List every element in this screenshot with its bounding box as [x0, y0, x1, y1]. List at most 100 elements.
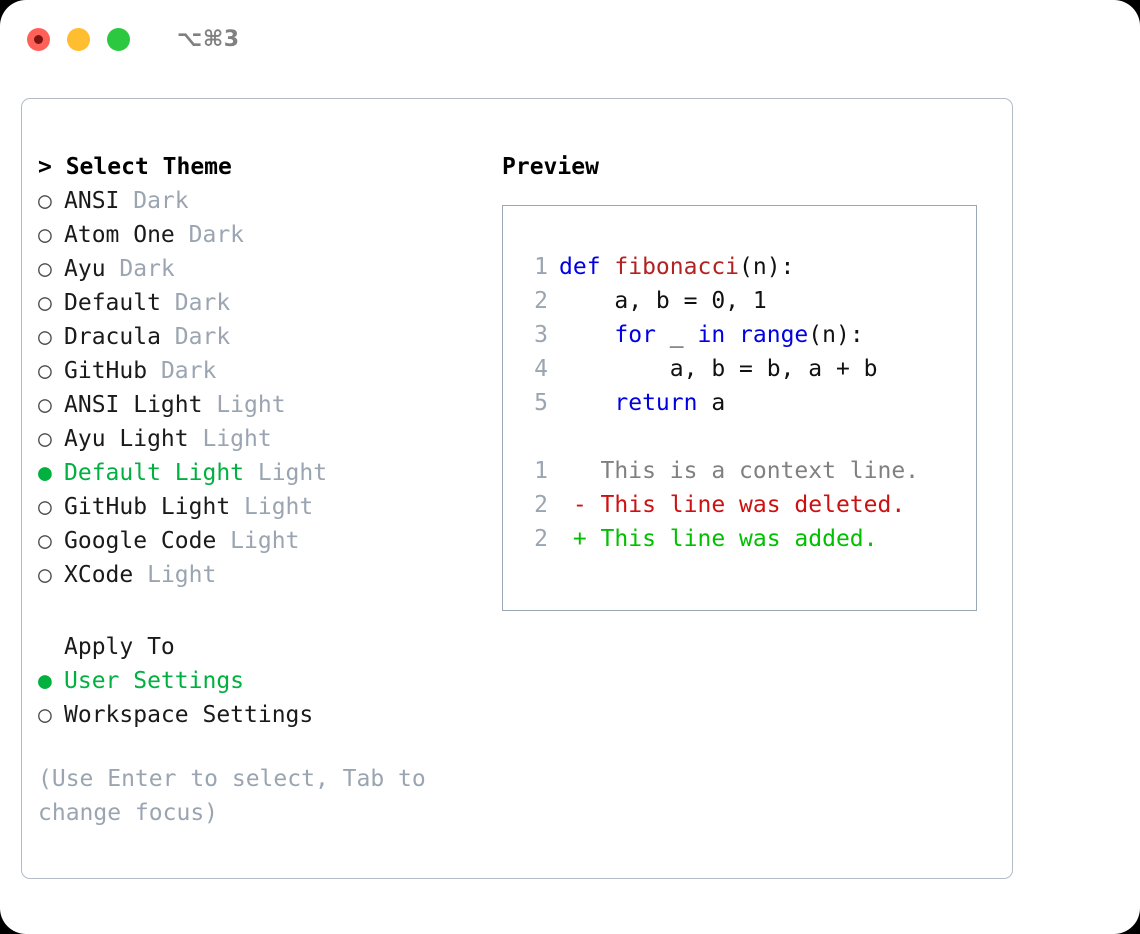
close-window-button[interactable] — [27, 27, 50, 51]
theme-list-item[interactable]: ○ ANSI Dark — [38, 184, 478, 218]
theme-mode-label: Dark — [119, 188, 189, 214]
theme-list-item[interactable]: ○ ANSI Light Light — [38, 388, 478, 422]
radio-unselected-icon[interactable]: ○ — [38, 392, 52, 418]
line-number: 1 — [534, 458, 548, 484]
theme-mode-label: Light — [133, 562, 217, 588]
code-token: _ — [655, 322, 698, 348]
line-number: 2 — [534, 492, 548, 518]
code-token — [725, 322, 739, 348]
main-panel: > Select Theme ○ANSI Dark○Atom One Dark○… — [21, 98, 1013, 879]
code-line: 3 for _ in range(n): — [503, 318, 976, 352]
theme-mode-label: Dark — [147, 358, 217, 384]
code-token: + This line was added. — [559, 526, 878, 552]
theme-mode-label: Dark — [160, 290, 231, 316]
theme-list-item[interactable]: ○ GitHub Dark — [38, 354, 478, 388]
radio-selected-icon[interactable]: ● — [38, 460, 52, 486]
select-theme-header: > Select Theme — [38, 150, 478, 184]
code-token: range — [739, 322, 809, 348]
line-content: return a — [548, 386, 725, 420]
theme-name-label: Dracula — [64, 324, 161, 350]
code-token: for — [614, 322, 656, 348]
radio-unselected-icon[interactable]: ○ — [38, 702, 52, 728]
theme-list-item[interactable]: ○Ayu Light Light — [38, 422, 478, 456]
diff-line: 2 - This line was deleted. — [503, 488, 976, 522]
theme-list-item[interactable]: ● Default Light Light — [38, 456, 478, 490]
apply-to-list: ●User Settings○Workspace Settings — [38, 664, 478, 732]
radio-unselected-icon[interactable]: ○ — [38, 188, 52, 214]
header-prefix: > — [38, 154, 66, 180]
apply-to-header-label: Apply To — [64, 634, 175, 660]
code-token — [559, 390, 614, 416]
radio-unselected-icon[interactable]: ○ — [38, 222, 52, 248]
theme-name-label: Default Light — [64, 460, 245, 486]
code-token: This is a context line. — [559, 458, 920, 484]
theme-list-item[interactable]: ○GitHub Light Light — [38, 490, 478, 524]
line-number: 4 — [534, 356, 548, 382]
code-token: (n): — [808, 322, 864, 348]
theme-name-label: Google Code — [64, 528, 217, 554]
theme-list-item[interactable]: ○Atom One Dark — [38, 218, 478, 252]
line-number: 2 — [534, 288, 548, 314]
line-content: + This line was added. — [548, 522, 878, 556]
keyboard-shortcut-label: ⌥⌘3 — [177, 26, 240, 52]
theme-list-item[interactable]: ○ XCode Light — [38, 558, 478, 592]
theme-list-item[interactable]: ○Google Code Light — [38, 524, 478, 558]
line-content: def fibonacci(n): — [548, 250, 794, 284]
radio-unselected-icon[interactable]: ○ — [38, 528, 52, 554]
maximize-window-button[interactable] — [107, 27, 130, 51]
theme-list-item[interactable]: ○ Ayu Dark — [38, 252, 478, 286]
theme-list-item[interactable]: ○Dracula Dark — [38, 320, 478, 354]
preview-title: Preview — [502, 154, 599, 180]
theme-name-label: ANSI — [64, 188, 120, 214]
section-spacer — [38, 592, 478, 630]
code-line: 4 a, b = b, a + b — [503, 352, 976, 386]
theme-name-label: XCode — [64, 562, 134, 588]
radio-unselected-icon[interactable]: ○ — [38, 290, 52, 316]
code-line: 2 a, b = 0, 1 — [503, 284, 976, 318]
radio-unselected-icon[interactable]: ○ — [38, 426, 52, 452]
line-content: a, b = b, a + b — [548, 352, 878, 386]
line-content: for _ in range(n): — [548, 318, 864, 352]
code-token: in — [697, 322, 726, 348]
radio-unselected-icon[interactable]: ○ — [38, 494, 52, 520]
apply-to-item[interactable]: ○Workspace Settings — [38, 698, 478, 732]
radio-unselected-icon[interactable]: ○ — [38, 324, 52, 350]
keyboard-hint-text: (Use Enter to select, Tab to change focu… — [38, 766, 440, 826]
radio-selected-icon[interactable]: ● — [38, 668, 52, 694]
radio-unselected-icon[interactable]: ○ — [38, 256, 52, 282]
theme-mode-label: Dark — [105, 256, 175, 282]
minimize-window-button[interactable] — [67, 27, 90, 51]
code-token: a — [697, 390, 726, 416]
line-number: 1 — [534, 254, 548, 280]
theme-name-label: Ayu Light — [64, 426, 189, 452]
theme-name-label: GitHub — [64, 358, 148, 384]
theme-mode-label: Light — [202, 392, 286, 418]
code-token: a, b = 0, 1 — [559, 288, 767, 314]
theme-name-label: Atom One — [64, 222, 175, 248]
apply-to-header: Apply To — [38, 630, 478, 664]
window-controls — [27, 27, 130, 51]
radio-unselected-icon[interactable]: ○ — [38, 358, 52, 384]
theme-name-label: Ayu — [64, 256, 106, 282]
code-line: 5 return a — [503, 386, 976, 420]
theme-list: ○ANSI Dark○Atom One Dark○Ayu Dark○Defaul… — [38, 184, 478, 592]
line-number: 2 — [534, 526, 548, 552]
code-token — [559, 322, 614, 348]
theme-mode-label: Light — [244, 460, 328, 486]
diff-sample: 1 This is a context line.2 - This line w… — [503, 454, 976, 556]
line-content: This is a context line. — [548, 454, 920, 488]
theme-list-item[interactable]: ○Default Dark — [38, 286, 478, 320]
line-number: 5 — [534, 390, 548, 416]
code-token: a, b = b, a + b — [559, 356, 878, 382]
apply-to-item[interactable]: ●User Settings — [38, 664, 478, 698]
theme-name-label: GitHub Light — [64, 494, 231, 520]
diff-line: 1 This is a context line. — [503, 454, 976, 488]
line-content: a, b = 0, 1 — [548, 284, 767, 318]
select-theme-header-label: Select Theme — [65, 154, 232, 180]
theme-name-label: ANSI Light — [64, 392, 203, 418]
radio-unselected-icon[interactable]: ○ — [38, 562, 52, 588]
title-bar: ⌥⌘3 — [0, 0, 1140, 78]
